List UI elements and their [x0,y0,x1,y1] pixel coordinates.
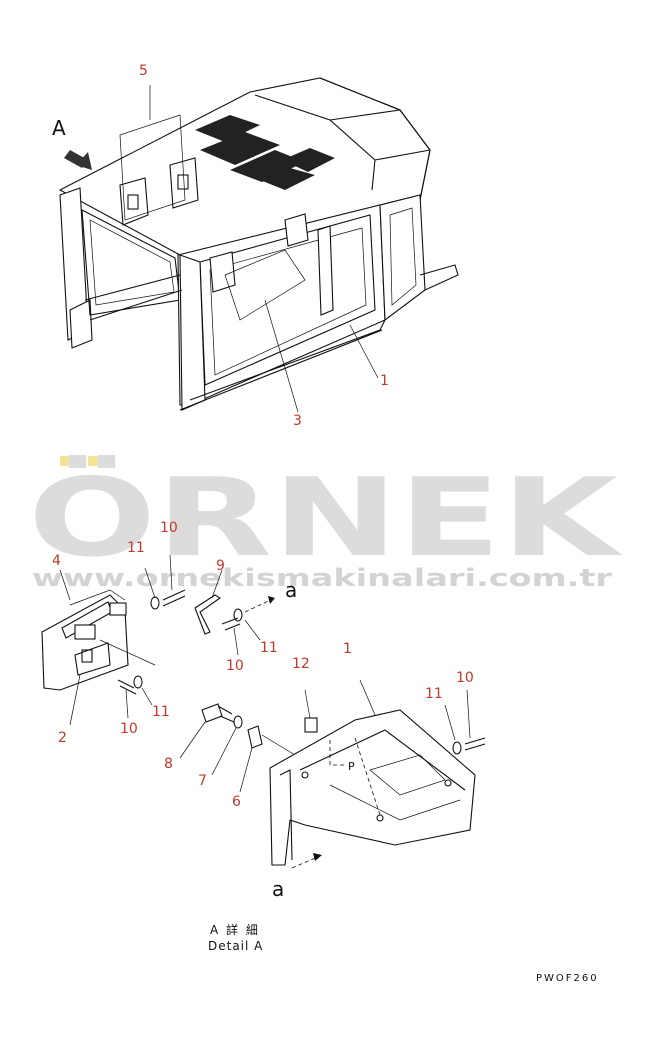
callout-11d: 11 [425,686,443,702]
callout-9: 9 [216,558,225,574]
cab-assembly [58,77,459,413]
handle-9 [194,594,222,635]
callout-5: 5 [139,63,148,79]
washer-11d [452,741,462,755]
bolt-8 [201,703,223,723]
detail-caption-en: Detail A [208,939,263,953]
callout-8: 8 [164,756,173,772]
label-p: P [348,760,355,773]
drawing-code: PWOF260 [536,973,599,984]
arrow-label-a2: a [272,877,284,901]
washer-11c [133,675,143,689]
callout-10b: 10 [226,658,244,674]
callout-10c: 10 [120,721,138,737]
callout-12: 12 [292,656,310,672]
washer-7 [233,715,243,729]
part-12 [304,717,318,733]
callout-10a: 10 [160,520,178,536]
watermark-accent-1 [60,456,78,466]
pin-washer-row [117,554,276,719]
callout-6: 6 [232,794,241,810]
nut-6 [247,725,263,749]
watermark: ÖRNEK www.ornekismakinalari.com.tr [28,454,623,592]
callout-4: 4 [52,553,61,569]
callout-1: 1 [380,373,389,389]
callout-1-detail: 1 [343,641,352,657]
callout-11c: 11 [152,704,170,720]
view-a-arrow [64,150,92,170]
washer-11a [150,596,160,610]
washer-11b [233,608,243,622]
callout-11a: 11 [127,540,145,556]
detail-caption-jp: A 詳 細 [210,922,260,937]
watermark-accent-2 [88,456,106,466]
bolt-set [179,703,301,793]
callout-7: 7 [198,773,207,789]
watermark-url: www.ornekismakinalari.com.tr [32,564,612,592]
callout-10d: 10 [456,670,474,686]
watermark-logo: ÖRNEK [28,454,623,581]
lock-plate-assembly [41,569,156,726]
roof-vents [195,115,335,190]
cab-frame-detail [269,679,486,869]
callout-2: 2 [58,730,67,746]
arrow-label-a1: a [285,578,297,602]
callout-11b: 11 [260,640,278,656]
callout-3: 3 [293,413,302,429]
view-label-a: A [52,116,66,140]
